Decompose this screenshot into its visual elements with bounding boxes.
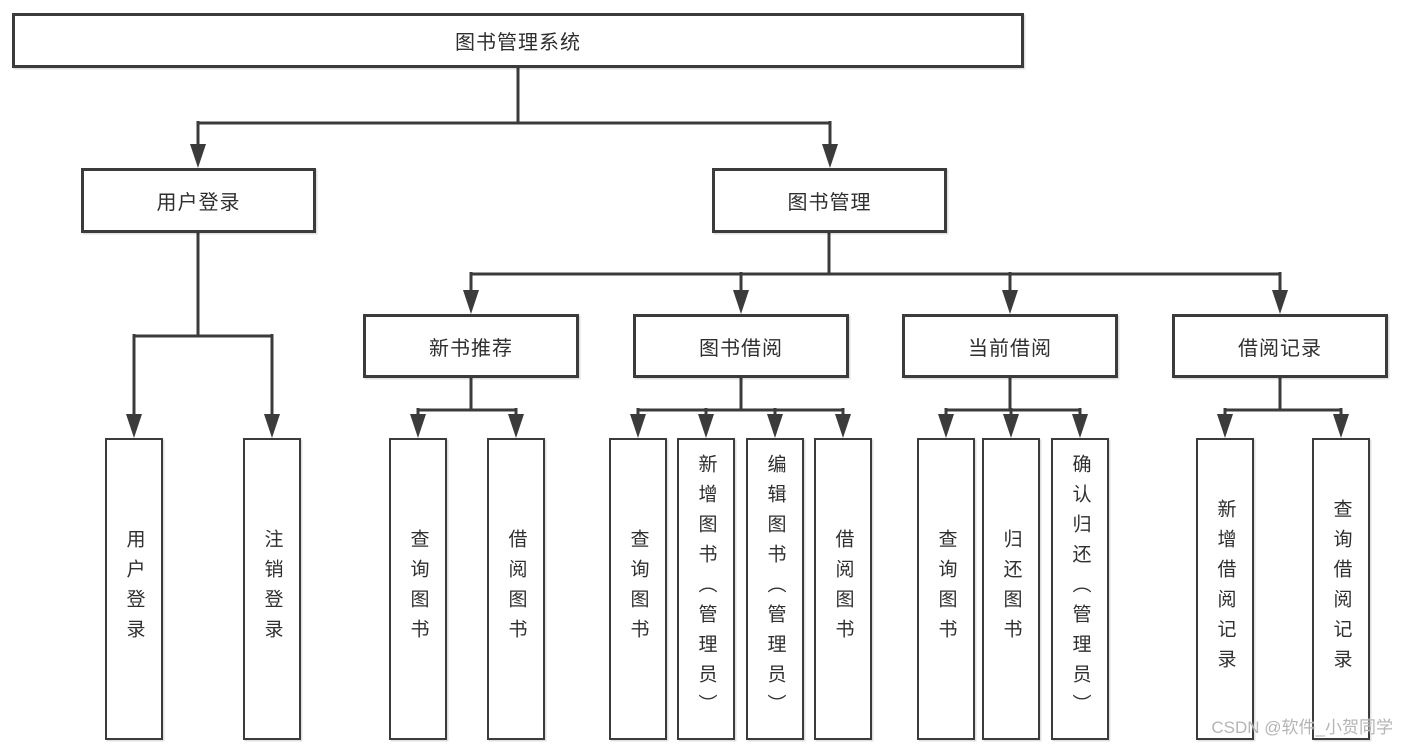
leaf-cb-confirm-return-admin: 确认归还（管理员） [1051,438,1109,740]
connector-current-borrow-to-leaves [938,376,1088,438]
leaf-nbr-borrow-books: 借阅图书 [487,438,545,740]
leaf-label: 查询图书 [407,529,429,649]
node-label: 用户登录 [156,192,241,214]
node-label: 当前借阅 [968,337,1052,360]
leaf-label: 注销登录 [261,529,283,649]
leaf-label: 新增借阅记录 [1214,499,1236,679]
leaf-bb-edit-book-admin: 编辑图书（管理员） [746,438,804,740]
leaf-label: 归还图书 [1000,529,1022,649]
leaf-br-add-borrow-record: 新增借阅记录 [1196,438,1254,740]
leaf-label: 借阅图书 [505,529,527,649]
leaf-cb-return-books: 归还图书 [982,438,1040,740]
node-label: 图书管理 [787,192,872,214]
leaf-bb-query-books: 查询图书 [609,438,667,740]
node-book-borrow: 图书借阅 [633,314,849,378]
node-borrow-records: 借阅记录 [1172,314,1388,378]
leaf-label: 查询借阅记录 [1330,499,1352,679]
node-user-login: 用户登录 [81,168,316,233]
csdn-watermark: CSDN @软件_小贺同学 [1211,718,1393,737]
connector-user-login-to-leaves [126,231,280,438]
node-current-borrow: 当前借阅 [902,314,1118,378]
connector-book-management-to-level3 [463,231,1288,314]
connector-root-to-level2 [190,68,838,168]
leaf-label: 借阅图书 [832,529,854,649]
connector-borrow-records-to-leaves [1217,376,1349,438]
leaf-logout: 注销登录 [243,438,301,740]
leaf-br-query-borrow-record: 查询借阅记录 [1312,438,1370,740]
node-label: 借阅记录 [1238,337,1322,360]
leaf-label: 查询图书 [627,529,649,649]
leaf-label: 编辑图书（管理员） [764,454,786,724]
leaf-bb-add-book-admin: 新增图书（管理员） [677,438,735,740]
node-book-management: 图书管理 [712,168,947,233]
connector-book-borrow-to-leaves [630,376,851,438]
leaf-label: 新增图书（管理员） [695,454,717,724]
leaf-nbr-query-books: 查询图书 [389,438,447,740]
leaf-user-login: 用户登录 [105,438,163,740]
node-label: 图书借阅 [699,337,783,360]
node-label: 图书管理系统 [455,32,581,54]
node-label: 新书推荐 [429,337,513,360]
node-new-book-recommend: 新书推荐 [363,314,579,378]
connector-new-book-recommend-to-leaves [410,376,524,438]
leaf-label: 确认归还（管理员） [1069,454,1091,724]
leaf-label: 用户登录 [123,529,145,649]
node-library-management-system: 图书管理系统 [12,13,1024,68]
leaf-cb-query-books: 查询图书 [917,438,975,740]
leaf-bb-borrow-books: 借阅图书 [814,438,872,740]
leaf-label: 查询图书 [935,529,957,649]
